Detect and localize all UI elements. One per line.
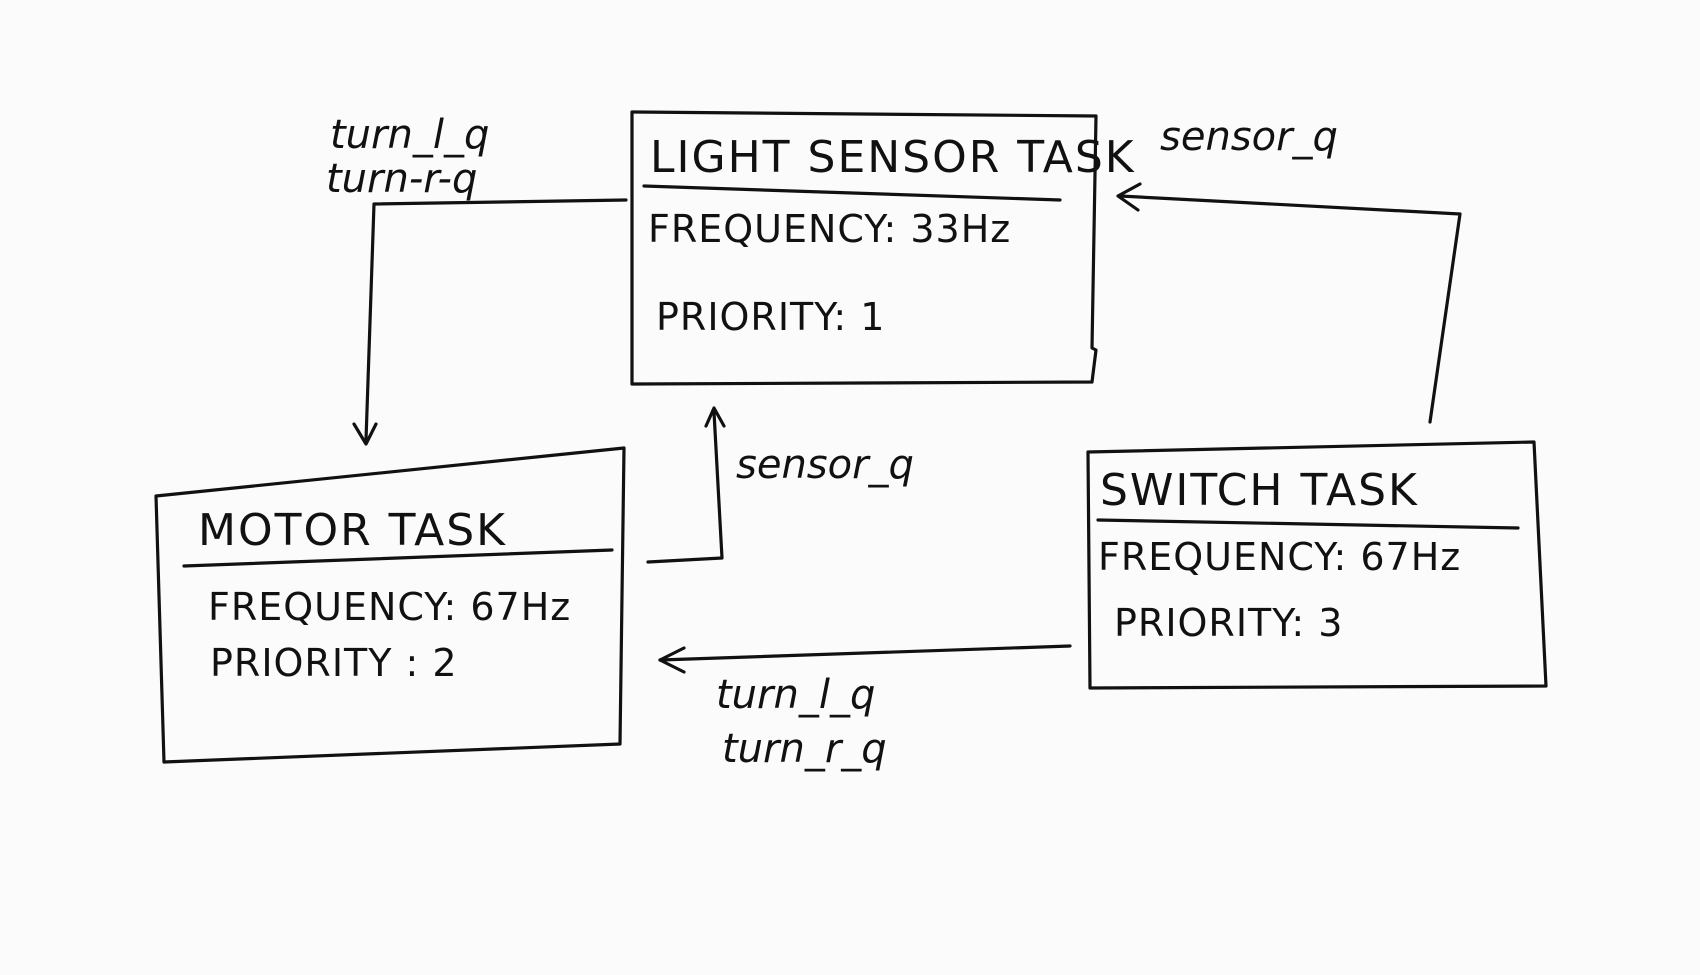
light-sensor-task-priority: PRIORITY: 1 (656, 295, 885, 339)
switch-task-border (1086, 440, 1548, 690)
switch-task-divider (1096, 518, 1520, 530)
motor-task-priority: PRIORITY : 2 (210, 641, 458, 685)
edge-switch-to-motor-line (658, 644, 1072, 662)
light-sensor-task-box: LIGHT SENSOR TASK FREQUENCY: 33Hz PRIORI… (630, 110, 1136, 386)
edge-light-to-motor-arrowhead (352, 422, 378, 446)
motor-task-frequency: FREQUENCY: 67Hz (208, 585, 571, 629)
edge-motor-to-light-label: sensor_q (736, 442, 914, 488)
edge-motor-to-light: sensor_q (646, 406, 914, 564)
motor-task-border (154, 446, 626, 764)
switch-task-title: SWITCH TASK (1100, 465, 1419, 516)
edge-light-to-motor: turn_l_q turn-r-q (326, 112, 628, 446)
edge-switch-to-light-label: sensor_q (1160, 114, 1338, 160)
edge-switch-to-light-arrowhead (1116, 182, 1142, 212)
motor-task-box: MOTOR TASK FREQUENCY: 67Hz PRIORITY : 2 (154, 446, 626, 764)
edge-switch-to-motor: turn_l_q turn_r_q (658, 644, 1072, 772)
switch-task-priority: PRIORITY: 3 (1114, 601, 1343, 645)
switch-task-box: SWITCH TASK FREQUENCY: 67Hz PRIORITY: 3 (1086, 440, 1548, 690)
light-sensor-task-divider (642, 184, 1062, 202)
edge-switch-to-motor-label-1: turn_l_q (716, 672, 875, 718)
edge-motor-to-light-arrowhead (704, 406, 726, 428)
light-sensor-task-title: LIGHT SENSOR TASK (650, 132, 1136, 183)
edge-light-to-motor-line (364, 198, 628, 442)
edge-switch-to-motor-arrowhead (658, 646, 686, 674)
edge-switch-to-motor-label-2: turn_r_q (722, 726, 887, 772)
light-sensor-task-border (630, 110, 1098, 386)
edge-motor-to-light-line (646, 410, 724, 564)
edge-switch-to-light-line (1118, 194, 1462, 424)
edge-switch-to-light: sensor_q (1116, 114, 1462, 424)
switch-task-frequency: FREQUENCY: 67Hz (1098, 535, 1461, 579)
edge-light-to-motor-label-1: turn_l_q (330, 112, 489, 158)
light-sensor-task-frequency: FREQUENCY: 33Hz (648, 207, 1011, 251)
motor-task-title: MOTOR TASK (198, 505, 507, 556)
motor-task-divider (182, 548, 614, 568)
edge-light-to-motor-label-2: turn-r-q (326, 156, 477, 202)
